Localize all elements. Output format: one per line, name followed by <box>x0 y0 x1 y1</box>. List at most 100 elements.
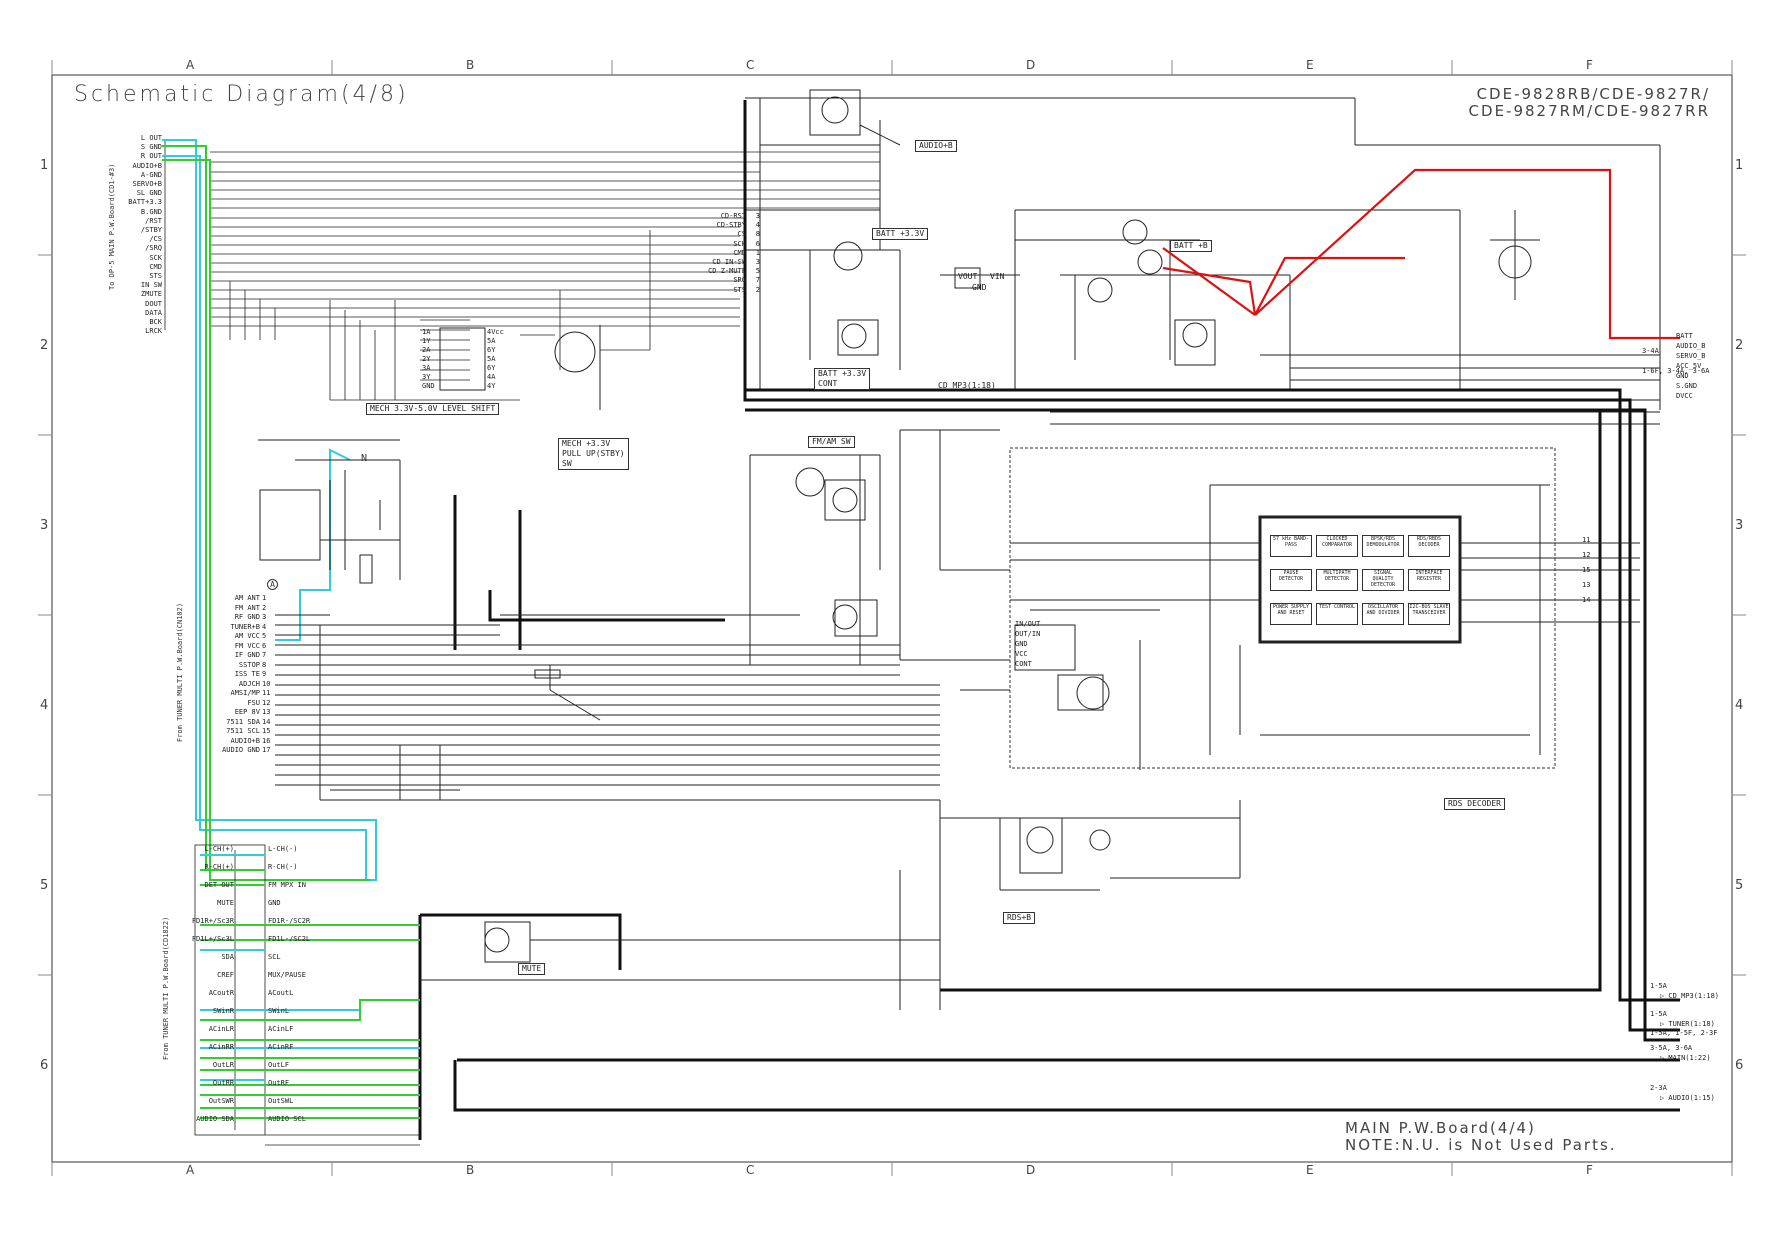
bottom-left-pin: CREF <box>217 971 234 979</box>
tuner-pin-number: 12 <box>262 698 271 707</box>
tuner-pin: FM VCC <box>234 641 260 650</box>
tuner-pin: 7511 SCL <box>226 727 260 735</box>
right-output-label: DVCC <box>1676 392 1693 400</box>
vcxo-pin: OUT/IN <box>1015 630 1041 638</box>
rds-ic-block: I2C-BUS SLAVE TRANSCEIVER <box>1408 603 1450 625</box>
bottom-right-pin: R-CH(-) <box>268 863 298 871</box>
top-connector-pin: STS <box>149 272 162 280</box>
bottom-left-pin: SDA <box>221 953 234 961</box>
tuner-pin: 7511 SDA <box>226 717 260 726</box>
right-output-label: SERVO_B <box>1676 352 1706 360</box>
tuner-pin: FM ANT <box>234 603 260 612</box>
cd-control-pin-number: 1 <box>755 248 760 257</box>
top-connector-pin: /STBY <box>140 226 162 234</box>
row-label-3-left: 3 <box>40 518 49 533</box>
page-title: Schematic Diagram(4/8) <box>74 82 409 107</box>
cd-control-pin-name: CD IN-SW <box>712 258 746 266</box>
bottom-connector-caption: From TUNER MULTI P.W.Board(CD1822) <box>162 916 170 1060</box>
vcxo-pin: GND <box>1015 640 1028 648</box>
cd-control-pin-name: CD-STBY <box>716 221 746 230</box>
tuner-section <box>258 429 1000 801</box>
grid-ticks <box>38 60 1746 1176</box>
bottom-signal-wires <box>200 854 420 1119</box>
mech-pullup-line-3: SW <box>562 459 572 468</box>
bottom-left-pin: DET OUT <box>204 881 234 889</box>
bottom-left-pin: OutRR <box>212 1079 234 1087</box>
rds-decoder-label: RDS DECODER <box>1444 798 1505 810</box>
bus-output-name: ▷ CD_MP3(1:18) <box>1660 992 1720 1000</box>
bottom-left-pin: OutLR <box>212 1061 234 1069</box>
tuner-pin-number: 17 <box>262 746 271 754</box>
rds-circuit <box>900 484 1640 770</box>
cd-control-pin-number: 6 <box>755 239 760 248</box>
row-label-5-right: 5 <box>1735 878 1744 893</box>
bottom-left-pin: ACoutR <box>208 989 234 997</box>
row-label-4-left: 4 <box>40 698 49 713</box>
vcxo-pin: IN/OUT <box>1015 620 1041 628</box>
tuner-pin-number: 6 <box>262 641 267 650</box>
rds-ic-block: INTERFACE REGISTER <box>1408 569 1450 591</box>
rds-ic-block: OSCILLATOR AND DIVIDER <box>1362 603 1404 625</box>
audio-signal-wires <box>162 139 377 881</box>
tuner-pin-number: 4 <box>262 622 267 631</box>
top-connector-bus <box>164 140 880 401</box>
thick-bus-lines <box>418 100 1680 1140</box>
level-shift-pin: 3A <box>422 364 431 372</box>
col-label-b-bottom: B <box>466 1163 475 1177</box>
rds-ic-block: POWER SUPPLY AND RESET <box>1270 603 1312 625</box>
tuner-pin: IF GND <box>234 651 260 659</box>
tuner-pin-number: 16 <box>262 736 271 745</box>
rds-ic-block: MULTIPATH DETECTOR <box>1316 569 1358 591</box>
row-label-6-left: 6 <box>40 1058 49 1073</box>
bottom-right-pin: ACinRF <box>268 1043 294 1051</box>
mech-pullup-label: MECH +3.3V PULL UP(STBY) SW <box>558 438 629 470</box>
cd-control-pin-name: SCK <box>733 239 746 248</box>
level-shift-pin: GND <box>422 382 435 390</box>
bottom-right-pin: FM MPX IN <box>268 881 306 889</box>
fm-am-sw-label: FM/AM SW <box>808 436 855 448</box>
board-footer: MAIN P.W.Board(4/4) NOTE:N.U. is Not Use… <box>1345 1120 1617 1154</box>
bottom-right-pin: OutLF <box>268 1061 290 1069</box>
bottom-left-pin: R-CH(+) <box>204 863 234 871</box>
rds-ic-block: SIGNAL QUALITY DETECTOR <box>1362 569 1404 591</box>
rds-ic-block: RDS/RBDS DECODER <box>1408 535 1450 557</box>
row-label-1-left: 1 <box>40 158 49 173</box>
tuner-pin: AM VCC <box>234 632 260 640</box>
bus-output-ref: 1-5A <box>1650 1010 1667 1018</box>
level-shift-pin: 5A <box>487 337 496 345</box>
batt-cont-line-1: BATT +3.3V <box>818 369 867 378</box>
bus-output-ref: 1-5A <box>1650 982 1667 990</box>
rds-ic-block: BPSK/RDS DEMODULATOR <box>1362 535 1404 557</box>
level-shift-pin: 3Y <box>422 373 431 381</box>
audio-b-label: AUDIO+B <box>915 140 957 152</box>
tuner-pin-number: 1 <box>262 594 267 602</box>
top-connector-pin: SCK <box>149 253 162 262</box>
footer-board-name: MAIN P.W.Board(4/4) <box>1345 1119 1536 1137</box>
rds-output-number: 11 <box>1582 536 1591 544</box>
bottom-right-pin: OutSWL <box>268 1097 294 1105</box>
top-connector-pin: AUDIO+B <box>132 161 162 170</box>
tuner-pin-number: 13 <box>262 708 271 716</box>
top-connector-pin: CMD <box>149 262 162 271</box>
bus-output-name: ▷ AUDIO(1:15) <box>1660 1094 1715 1102</box>
level-shift-pin: 1A <box>422 328 431 336</box>
bottom-right-pin: FD1L-/SC2L <box>268 935 311 943</box>
bottom-left-pin: ACinRR <box>208 1043 234 1051</box>
rds-decoder-box <box>1009 447 1556 769</box>
row-label-3-right: 3 <box>1735 518 1744 533</box>
right-output-label: ACC_5V <box>1676 362 1702 370</box>
bottom-right-pin: OutRF <box>268 1079 290 1087</box>
rds-output-number: 14 <box>1582 596 1591 604</box>
level-shift-pin: 5A <box>487 355 496 363</box>
row-label-1-right: 1 <box>1735 158 1744 173</box>
row-label-5-left: 5 <box>40 878 49 893</box>
mute-circuit <box>420 800 941 1010</box>
rds-ic-block: TEST CONTROL <box>1316 603 1358 625</box>
rds-power-circuit <box>940 800 1241 891</box>
rds-ic-block: 57 kHz BAND-PASS <box>1270 535 1312 557</box>
level-shift-pin: 2A <box>422 346 431 354</box>
antenna-n-label: N <box>361 453 368 464</box>
right-output-label: BATT <box>1676 332 1693 340</box>
tuner-pin: AM ANT <box>234 594 260 602</box>
mech-pullup-line-1: MECH +3.3V <box>562 439 611 448</box>
